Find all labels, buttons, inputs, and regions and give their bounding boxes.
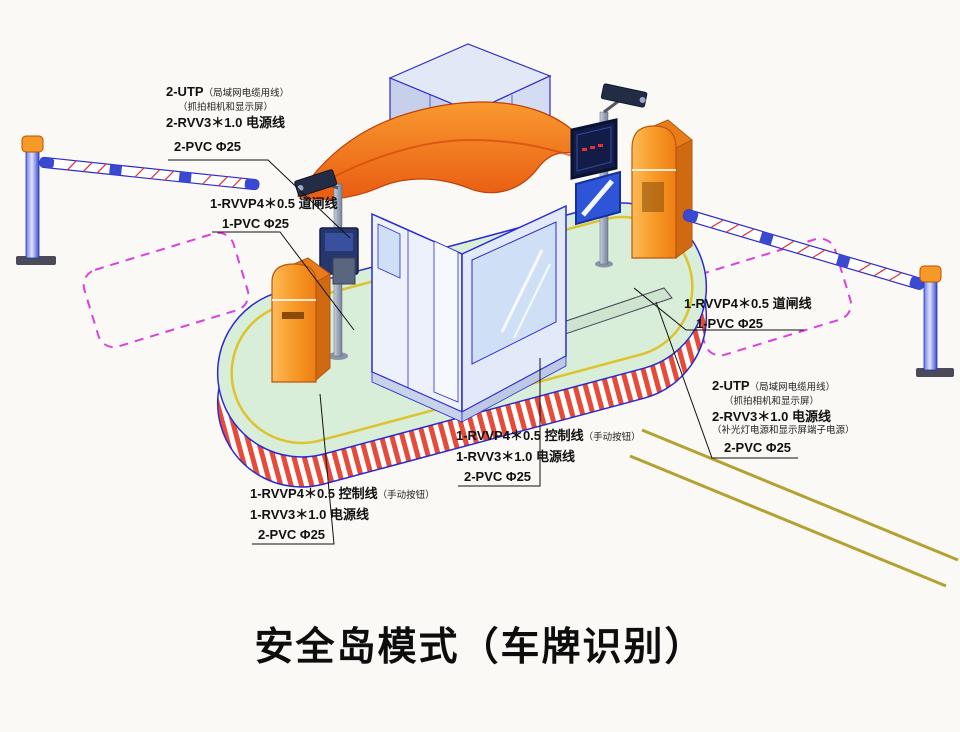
right-post-cap [919, 265, 942, 283]
conduit-spec-line: 1-PVC Φ25 [696, 315, 764, 331]
leader-top-left [168, 159, 351, 239]
cable-spec-line: 2-RVV3＊1.0 电源线 [166, 114, 285, 130]
leader-lines [168, 159, 804, 545]
junction-box [332, 257, 356, 285]
diagram-title: 安全岛模式（车牌识别） [254, 626, 706, 669]
leader-right-lower [655, 301, 798, 459]
cable-spec-line: 1-RVVP4＊0.5 控制线（手动按钮） [456, 426, 641, 446]
conduit-spec-line: 2-PVC Φ25 [258, 527, 326, 543]
right-barrier-gate [682, 209, 954, 377]
booth-door [433, 240, 459, 403]
cable-note: （抓拍相机和显示屏） [178, 102, 274, 114]
annotation-center: 1-RVVP4＊0.5 控制线（手动按钮） 1-RVV3＊1.0 电源线 2-P… [456, 426, 641, 486]
cable-label: 2-UTP [166, 84, 204, 99]
cable-spec-line: 1-RVVP4＊0.5 控制线（手动按钮） [250, 484, 435, 504]
led-display [570, 118, 618, 180]
left-barrier-gate [16, 135, 260, 265]
left-post [25, 149, 40, 259]
cable-label: 2-UTP [712, 378, 750, 393]
right-barrier-arm [682, 209, 925, 290]
leader-bottom-left [252, 393, 335, 545]
cable-spec-line: 1-RVV3＊1.0 电源线 [250, 507, 369, 523]
cable-note: （补光灯电源和显示屏端子电源） [712, 425, 855, 437]
camera-lens [639, 96, 646, 103]
cable-spec-line: 1-RVVP4＊0.5 道闸线 [684, 296, 812, 311]
booth-body [371, 204, 567, 423]
exit-camera-pole [570, 83, 648, 268]
conduit-spec-line: 2-PVC Φ25 [174, 139, 242, 155]
conduit-spec-line: 1-PVC Φ25 [222, 215, 290, 231]
left-post-cap [21, 135, 44, 153]
left-barrier-arm [39, 156, 260, 191]
annotation-right-mid: 1-RVVP4＊0.5 道闸线 1-PVC Φ25 [684, 296, 812, 332]
left-barrier-cabinet [271, 257, 331, 383]
booth-side-window [377, 223, 401, 279]
right-post [923, 279, 938, 371]
booth-window [471, 221, 557, 365]
left-vehicle-marker [82, 231, 250, 349]
lane-marking-lines [629, 428, 959, 588]
entry-camera-pole [294, 169, 359, 360]
leader-center [458, 358, 541, 487]
cable-note: （局域网电缆用线） [749, 382, 836, 393]
leader-left-mid [212, 231, 355, 331]
lpr-camera [600, 83, 648, 108]
right-barrier-cabinet [631, 119, 693, 259]
cable-spec-line: 1-RVV3＊1.0 电源线 [456, 449, 575, 465]
control-box-panel [325, 233, 353, 251]
cable-note: （手动按钮） [583, 432, 641, 443]
annotation-right-lower: 2-UTP（局域网电缆用线） （抓拍相机和显示屏） 2-RVV3＊1.0 电源线… [712, 376, 855, 457]
cable-note: （局域网电缆用线） [203, 88, 290, 99]
cable-spec-line: 2-UTP（局域网电缆用线） [712, 376, 855, 396]
blue-info-sign [575, 170, 621, 226]
cable-note: （手动按钮） [377, 490, 435, 501]
conduit-spec-line: 2-PVC Φ25 [464, 469, 532, 485]
lpr-camera [294, 169, 338, 197]
cable-label: 1-RVVP4＊0.5 控制线 [456, 428, 584, 443]
cable-label: 1-RVVP4＊0.5 控制线 [250, 486, 378, 501]
conduit-spec-line: 2-PVC Φ25 [724, 440, 792, 456]
cabinet-panel [642, 182, 664, 212]
annotation-top-left: 2-UTP（局域网电缆用线） （抓拍相机和显示屏） 2-RVV3＊1.0 电源线… [166, 82, 289, 156]
annotation-bottom-left: 1-RVVP4＊0.5 控制线（手动按钮） 1-RVV3＊1.0 电源线 2-P… [250, 484, 435, 544]
cable-spec-line: 2-UTP（局域网电缆用线） [166, 82, 289, 102]
booth-canopy-roof [297, 101, 594, 200]
cabinet-vent [282, 312, 304, 319]
guard-booth [297, 43, 594, 423]
cable-note: （抓拍相机和显示屏） [724, 396, 820, 408]
leader-right-mid [633, 287, 804, 331]
annotation-left-mid: 1-RVVP4＊0.5 道闸线 1-PVC Φ25 [210, 196, 338, 232]
cable-spec-line: 2-RVV3＊1.0 电源线 [712, 408, 831, 424]
cable-spec-line: 1-RVVP4＊0.5 道闸线 [210, 196, 338, 211]
